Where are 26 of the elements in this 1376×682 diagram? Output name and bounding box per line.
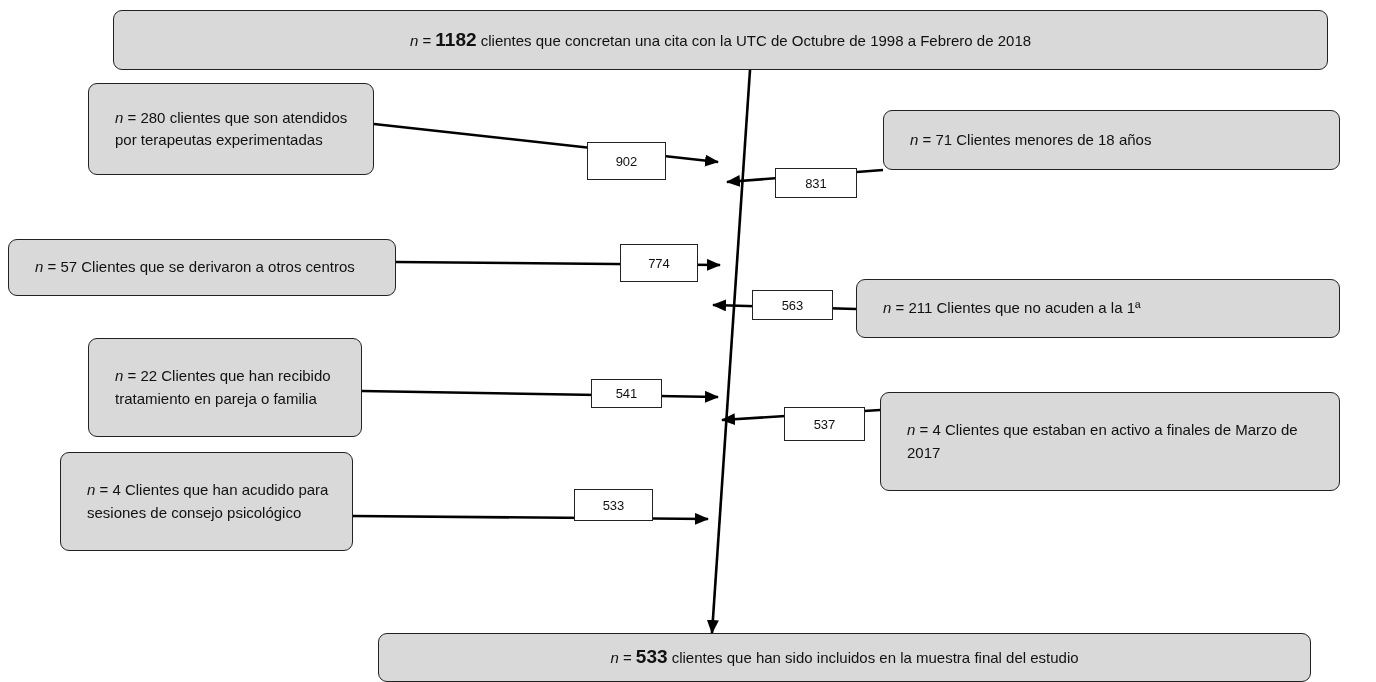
process-box [88, 83, 374, 175]
process-box [378, 633, 1311, 682]
box-text: n = 4 Clientes que han acudido para sesiones de consejo psicológico [87, 480, 330, 523]
process-box [883, 110, 1340, 170]
box-text: n = 22 Clientes que han recibido tratamiento en pareja o familia [115, 366, 332, 409]
process-box [88, 338, 362, 437]
edge-label: 774 [620, 244, 698, 282]
edge-label: 541 [591, 379, 662, 408]
arrow [706, 69, 752, 634]
box-text: n = 280 clientes que son atendidos por terapeutas experimentadas [115, 107, 349, 150]
box-text: n = 1182 clientes que concretan una cita con la UTC de Octubre de 1998 a Febrero de 2018 [409, 27, 1032, 52]
process-box [113, 10, 1328, 70]
process-box [8, 239, 396, 296]
box-text: n = 533 clientes que han sido incluidos en la muestra final del estudio [610, 645, 1079, 670]
edge-label: 533 [574, 489, 653, 521]
box-text: n = 4 Clientes que estaban en activo a finales de Marzo de 2017 [907, 420, 1299, 463]
edge-label: 831 [775, 168, 857, 198]
process-box [856, 279, 1340, 338]
edge-label: 563 [752, 290, 833, 320]
box-text: n = 211 Clientes que no acuden a la 1ª [883, 298, 1141, 319]
process-box [880, 392, 1340, 491]
box-text: n = 71 Clientes menores de 18 años [910, 129, 1152, 150]
process-box [60, 452, 353, 551]
edge-label: 902 [587, 142, 666, 180]
box-text: n = 57 Clientes que se derivaron a otros centros [35, 257, 355, 278]
edge-label: 537 [784, 407, 865, 441]
